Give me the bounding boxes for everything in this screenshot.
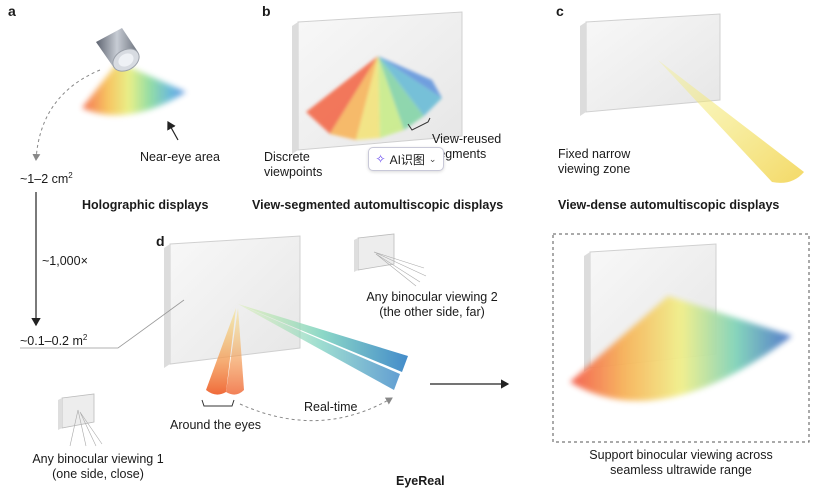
area-small-label: ~1–2 cm2	[20, 170, 73, 186]
panel-d-eyereal-illustration	[20, 233, 810, 447]
viewing-1-label-line1: Any binocular viewing 1	[32, 452, 164, 466]
ai-recognize-button[interactable]: ✧ AI识图 ⌄	[368, 147, 444, 171]
far-view-beam-lower	[238, 304, 400, 390]
view-reused-label-line1: View-reused	[432, 132, 502, 146]
panel-c-view-dense-illustration	[580, 13, 804, 183]
narrow-viewing-beam	[658, 60, 804, 183]
panel-letter-c: c	[556, 3, 564, 19]
panel-a-title: Holographic displays	[82, 198, 209, 212]
panel-letter-d: d	[156, 233, 165, 249]
near-eye-pointer-arrow	[167, 120, 179, 141]
viewer-2-sketch	[354, 233, 427, 287]
viewer-1-sketch	[58, 393, 103, 447]
panel-a-holographic-illustration	[31, 28, 186, 327]
viewing-2-label-line2: (the other side, far)	[379, 305, 485, 319]
panel-b-view-segmented-illustration	[292, 11, 463, 154]
eyes-bracket	[201, 399, 235, 407]
viewing-2-label-line1: Any binocular viewing 2	[366, 290, 498, 304]
viewing-1-label-line2: (one side, close)	[52, 467, 144, 481]
callout-line-a-to-d	[20, 299, 185, 349]
panel-c-title: View-dense automultiscopic displays	[558, 198, 780, 212]
fixed-zone-label-line1: Fixed narrow	[558, 147, 631, 161]
holographic-projector-icon	[96, 28, 140, 72]
area-dashed-arrow	[32, 69, 101, 161]
realtime-dashed-arrow	[239, 397, 393, 422]
panel-b-title: View-segmented automultiscopic displays	[252, 198, 504, 212]
holographic-spectrum-fan	[82, 62, 186, 116]
chevron-down-icon: ⌄	[428, 153, 437, 164]
close-view-beam-right	[226, 308, 244, 395]
panel-d-title: EyeReal	[396, 474, 445, 488]
realtime-label: Real-time	[304, 400, 358, 414]
panel-letter-b: b	[262, 3, 271, 19]
result-dashed-frame	[552, 233, 810, 443]
sparkle-icon: ✧	[375, 152, 386, 166]
ai-recognize-label: AI识图	[389, 152, 425, 167]
ultrawide-view-fan	[570, 296, 792, 401]
around-eyes-label: Around the eyes	[170, 418, 262, 432]
support-label-line1: Support binocular viewing across	[589, 448, 773, 462]
fixed-zone-label-line2: viewing zone	[558, 162, 631, 176]
far-view-beam-upper	[238, 304, 408, 372]
view-reused-label-line2: segments	[432, 147, 487, 161]
near-eye-area-label: Near-eye area	[140, 150, 220, 164]
reused-segment-bracket	[407, 117, 431, 131]
panel-letter-a: a	[8, 3, 16, 19]
close-view-beam-left	[206, 308, 236, 395]
area-large-label: ~0.1–0.2 m2	[20, 332, 88, 348]
discrete-viewpoints-label-line2: viewpoints	[264, 165, 323, 179]
discrete-viewpoints-label-line1: Discrete	[264, 150, 310, 164]
scale-factor-label: ~1,000×	[42, 254, 88, 268]
segmented-view-fan	[306, 56, 442, 140]
support-label-line2: seamless ultrawide range	[610, 463, 752, 477]
